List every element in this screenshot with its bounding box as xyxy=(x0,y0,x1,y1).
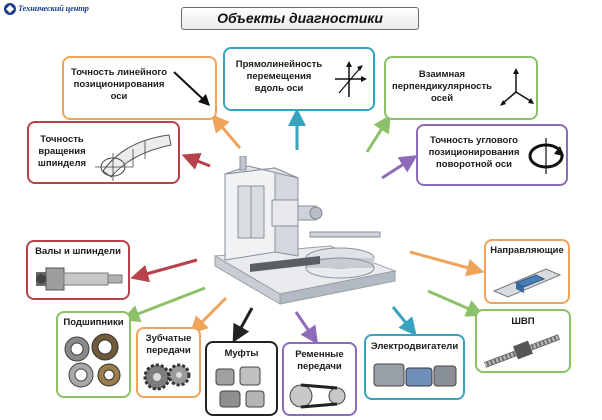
axis-deviation-icon xyxy=(335,61,367,97)
box-straightness-label: Прямолинейность перемещения вдоль оси xyxy=(235,59,323,94)
box-bearings-label: Подшипники xyxy=(63,317,124,328)
spindle-diagram-icon xyxy=(95,134,172,181)
arrow-to-perpendicularity xyxy=(365,114,391,153)
box-belt-drives: Ременные передачи xyxy=(282,342,357,416)
box-spindle-rotation: Точность вращения шпинделя xyxy=(27,121,180,184)
arrow-to-angular-positioning xyxy=(381,155,418,180)
motors-image-icon xyxy=(373,363,457,387)
arrow-to-ball-screw xyxy=(427,289,485,317)
box-belt-drives-label: Ременные передачи xyxy=(295,349,344,372)
box-gears: Зубчатые передачи xyxy=(136,327,201,398)
machine-center-illustration xyxy=(213,156,397,305)
page-title: Объекты диагностики xyxy=(181,7,419,30)
box-motors: Электродвигатели xyxy=(364,334,465,400)
box-shafts-spindles: Валы и шпиндели xyxy=(26,240,130,300)
box-couplings: Муфты xyxy=(205,341,278,416)
arrow-to-couplings xyxy=(232,307,254,343)
arrow-to-shafts xyxy=(130,258,198,283)
box-gears-label: Зубчатые передачи xyxy=(145,333,192,356)
arrow-to-linear-positioning xyxy=(211,114,242,149)
box-couplings-label: Муфты xyxy=(224,348,259,359)
box-ball-screw: ШВП xyxy=(475,309,571,373)
linear-guide-icon xyxy=(492,268,562,298)
rotation-arrow-icon xyxy=(528,138,564,174)
belt-drive-image-icon xyxy=(289,383,346,409)
box-spindle-rotation-label: Точность вращения шпинделя xyxy=(37,134,87,169)
gears-image-icon xyxy=(143,363,191,391)
box-bearings: Подшипники xyxy=(56,311,131,398)
box-angular-positioning-label: Точность углового позиционирования повор… xyxy=(428,135,520,170)
box-shafts-spindles-label: Валы и шпиндели xyxy=(35,246,121,257)
arrow-to-spindle-rotation xyxy=(181,152,211,170)
box-linear-positioning: Точность линейного позиционирования оси xyxy=(62,56,217,120)
arrow-to-motors xyxy=(391,306,417,336)
company-logo: Технический центр xyxy=(2,1,102,18)
arrow-to-guides xyxy=(409,250,485,277)
bearings-image-icon xyxy=(64,333,121,388)
box-perpendicularity-label: Взаимная перпендикулярность осей xyxy=(392,69,492,104)
logo-text: Технический центр xyxy=(18,3,89,13)
three-axes-icon xyxy=(500,68,534,106)
box-angular-positioning: Точность углового позиционирования повор… xyxy=(416,124,568,186)
logo-emblem-icon xyxy=(4,3,16,15)
box-guides-label: Направляющие xyxy=(490,245,564,256)
box-perpendicularity: Взаимная перпендикулярность осей xyxy=(384,56,538,120)
arrow-to-bearings xyxy=(121,286,206,323)
diagonal-arrow-icon xyxy=(173,71,210,106)
box-straightness: Прямолинейность перемещения вдоль оси xyxy=(223,47,375,111)
box-guides: Направляющие xyxy=(484,239,570,304)
arrow-to-belt-drives xyxy=(294,311,319,345)
ball-screw-image-icon xyxy=(483,334,561,368)
box-linear-positioning-label: Точность линейного позиционирования оси xyxy=(70,67,168,102)
box-ball-screw-label: ШВП xyxy=(511,316,535,327)
couplings-image-icon xyxy=(215,366,265,408)
box-motors-label: Электродвигатели xyxy=(370,341,459,352)
shaft-image-icon xyxy=(36,267,123,291)
arrow-to-gears xyxy=(189,296,228,335)
